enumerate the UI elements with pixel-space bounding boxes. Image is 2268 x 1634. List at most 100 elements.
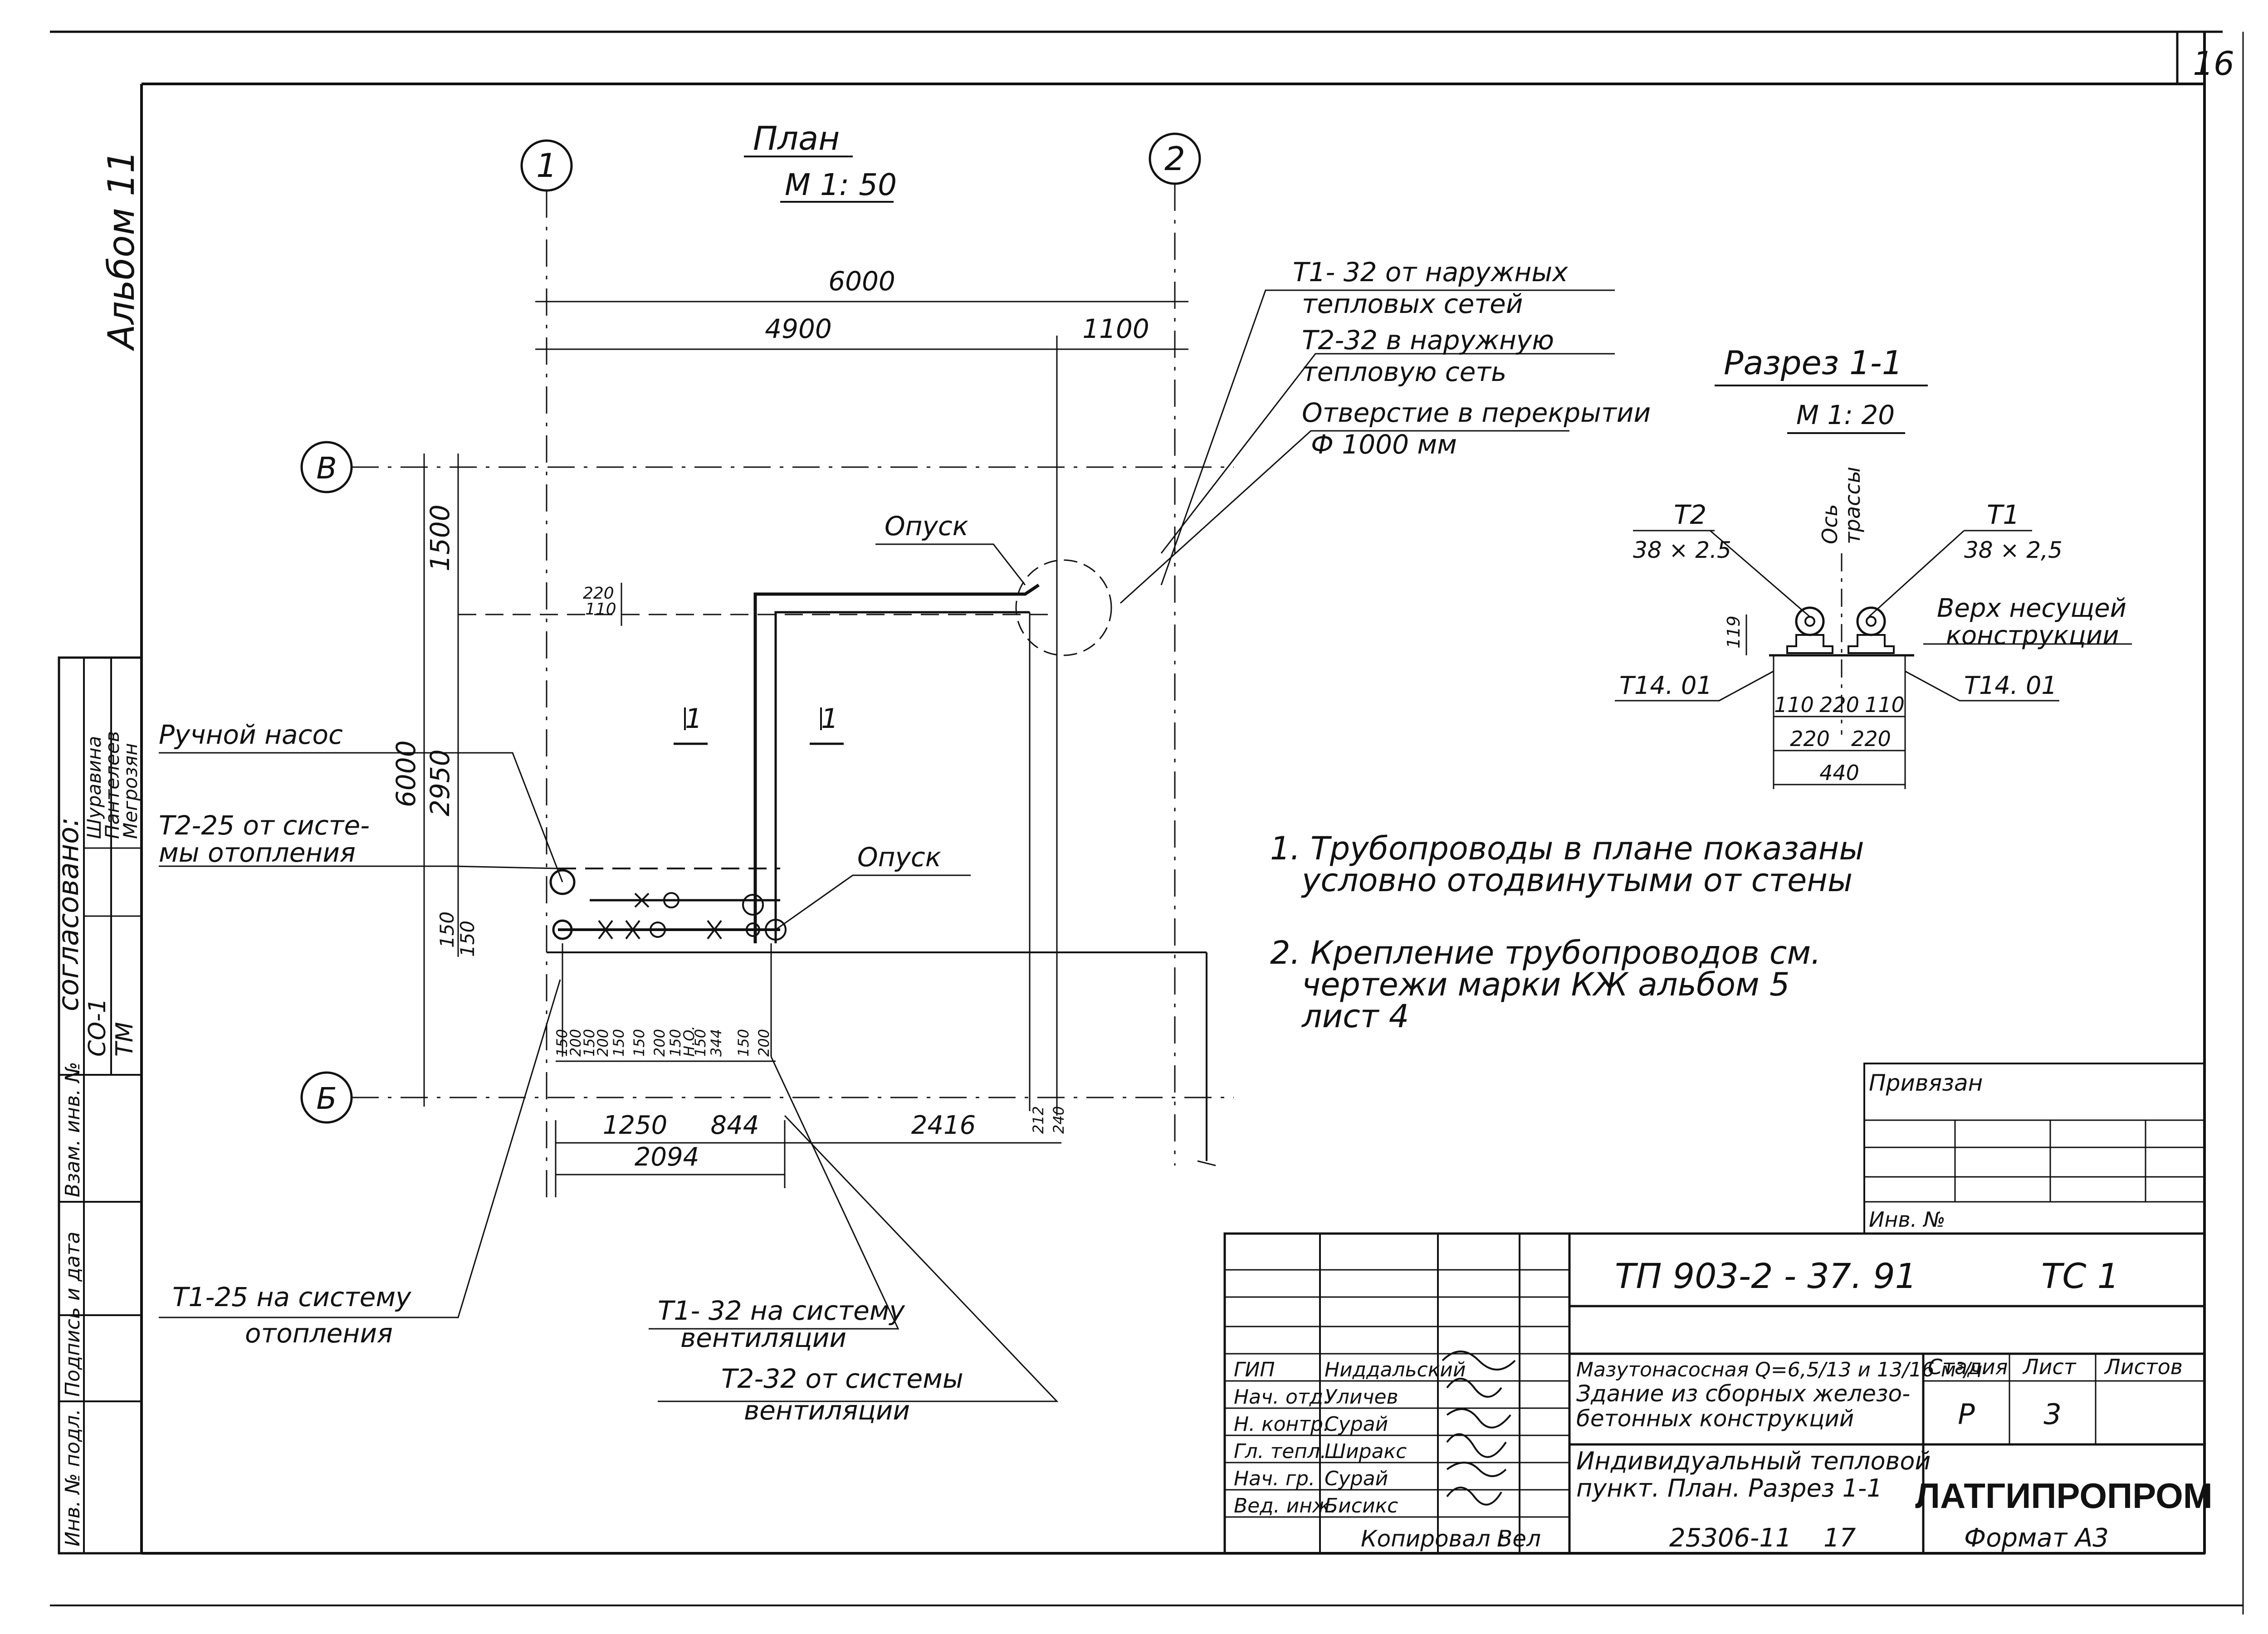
approval-header: согласовано: <box>52 817 85 1011</box>
plan-scale: М 1: 50 <box>785 167 897 202</box>
section-t2-size: 38 × 2.5 <box>1633 537 1731 563</box>
axis-1-label: 1 <box>536 146 557 185</box>
dim-6000: 6000 <box>828 266 895 297</box>
pump-symbol <box>549 869 576 895</box>
svg-text:150: 150 <box>631 1029 648 1057</box>
note-1-line-1: 1. Трубопроводы в плане показаны <box>1270 830 1864 867</box>
copied-label: Копировал : <box>1361 1526 1505 1552</box>
label-t1-32-vent-2: вентиляции <box>680 1322 846 1353</box>
section-support-right: Т14. 01 <box>1964 671 2057 700</box>
album-label: Альбом 11 <box>100 150 142 351</box>
role-1: ГИП <box>1234 1358 1275 1381</box>
svg-text:150: 150 <box>610 1029 627 1057</box>
name-3: Сурай <box>1325 1413 1388 1436</box>
doc-desc-1: Мазутонасосная Q=6,5/13 и 13/16 м³/ч <box>1576 1358 1982 1381</box>
approval-name-2: Пантелеев <box>101 731 123 839</box>
format-label: Формат А3 <box>1964 1523 2109 1553</box>
dim-240: 240 <box>1050 1106 1067 1134</box>
approval-name-1: Шуравина <box>83 736 105 839</box>
order-sheet: 17 <box>1823 1523 1856 1553</box>
name-5: Сурай <box>1325 1467 1388 1490</box>
dim-212: 212 <box>1030 1106 1047 1134</box>
role-2: Нач. отд. <box>1234 1385 1330 1409</box>
label-t2-32-to: Т2-32 в наружную <box>1302 325 1554 356</box>
stamp-replace: Взам. инв. № <box>61 1062 84 1197</box>
label-t2-32-vent-2: вентиляции <box>744 1395 910 1426</box>
section-axis-1: Ось <box>1818 504 1842 544</box>
svg-text:150: 150 <box>581 1029 598 1057</box>
order-number: 25306-11 <box>1669 1523 1792 1553</box>
svg-text:200: 200 <box>567 1029 584 1057</box>
sheets-label: Листов <box>2104 1355 2183 1379</box>
section-t1: Т1 <box>1987 499 2019 530</box>
dim-4900: 4900 <box>765 313 832 344</box>
section-d440: 440 <box>1819 761 1859 785</box>
stage-value: Р <box>1958 1398 1975 1431</box>
svg-text:200: 200 <box>594 1029 611 1057</box>
dim-6000-vert: 6000 <box>391 740 421 807</box>
org-name: ЛАТГИПРОПРОМ <box>1915 1476 2213 1516</box>
dim-2950: 2950 <box>425 749 455 816</box>
svg-text:150: 150 <box>667 1029 684 1057</box>
doc-mark: ТС 1 <box>2041 1256 2119 1296</box>
binding-label: Привязан <box>1869 1070 1983 1096</box>
label-opusk-top: Опуск <box>885 511 968 541</box>
label-t2-32-to-2: тепловую сеть <box>1302 356 1506 387</box>
notes: 1. Трубопроводы в плане показаны условно… <box>1270 830 1864 1035</box>
role-6: Вед. инж. <box>1234 1494 1337 1517</box>
section-d220a: 220 <box>1819 693 1859 717</box>
axis-2-label: 2 <box>1164 140 1185 178</box>
section-axis-2: трассы <box>1840 467 1865 544</box>
doc-desc-3: бетонных конструкций <box>1576 1405 1854 1432</box>
sheet-title-2: пункт. План. Разрез 1-1 <box>1576 1474 1882 1502</box>
note-2-line-1: 2. Крепление трубопроводов см. <box>1270 934 1821 971</box>
section-t2: Т2 <box>1674 499 1706 530</box>
label-t2-32-vent: Т2-32 от системы <box>721 1363 963 1394</box>
dim-150b: 150 <box>456 921 479 957</box>
section-support-left: Т14. 01 <box>1619 671 1712 700</box>
sheet-value: 3 <box>2043 1398 2061 1431</box>
svg-text:150: 150 <box>553 1029 571 1057</box>
signatures <box>1442 1351 1516 1506</box>
section-t1-size: 38 × 2,5 <box>1964 537 2063 563</box>
note-1-line-2: условно отодвинутыми от стены <box>1301 862 1853 899</box>
role-4: Гл. тепл. <box>1234 1440 1326 1463</box>
name-4: Ширакс <box>1325 1440 1407 1463</box>
title-block: ТП 903-2 - 37. 91 ТС 1 Мазутонасосная Q=… <box>1223 1232 2213 1555</box>
section-view: Разрез 1-1 М 1: 20 Ось трассы Т2 38 × 2.… <box>1615 344 2132 789</box>
small-dims: 150 200 150 200 150 150 200 150 H.O. 150… <box>553 1026 776 1062</box>
svg-text:200: 200 <box>651 1029 668 1057</box>
section-d220b: 220 <box>1790 727 1830 751</box>
label-t2-25-2: мы отопления <box>159 837 356 868</box>
label-t1-25-2: отопления <box>245 1318 393 1349</box>
plan-title: План <box>753 119 840 157</box>
axis-a-label: Б <box>316 1081 337 1116</box>
note-2-line-2: чертежи марки КЖ альбом 5 <box>1302 966 1790 1003</box>
label-hole-2: Ф 1000 мм <box>1311 429 1457 460</box>
binding-box: Привязан Инв. № <box>1863 1063 2205 1234</box>
pipe-t2 <box>1795 606 1825 636</box>
approval-code-3: ТМ <box>111 1022 138 1057</box>
svg-text:344: 344 <box>708 1029 725 1057</box>
dim-1500: 1500 <box>425 504 455 571</box>
svg-text:H.O.: H.O. <box>680 1026 698 1057</box>
floor-opening <box>1015 559 1112 656</box>
dim-1100: 1100 <box>1082 313 1149 344</box>
section-top-label-2: конструкции <box>1946 621 2119 650</box>
name-1: Ниддальский <box>1325 1358 1466 1381</box>
axis-b-label: В <box>316 451 337 486</box>
stamp-inv: Инв. № подл. <box>61 1409 84 1546</box>
dim-844: 844 <box>711 1111 759 1140</box>
binding-inv: Инв. № <box>1869 1207 1945 1232</box>
name-6: Бисикс <box>1325 1494 1398 1517</box>
label-hole: Отверстие в перекрытии <box>1302 397 1651 428</box>
section-d110b: 110 <box>1865 693 1905 717</box>
role-3: Н. контр. <box>1234 1413 1330 1436</box>
name-2: Уличев <box>1325 1385 1398 1409</box>
svg-text:150: 150 <box>735 1029 752 1057</box>
dim-1250: 1250 <box>603 1111 668 1140</box>
sheet-label: Лист <box>2022 1355 2077 1379</box>
dim-220: 220 <box>583 584 614 603</box>
section-d220c: 220 <box>1851 727 1891 751</box>
svg-text:150: 150 <box>692 1029 709 1057</box>
